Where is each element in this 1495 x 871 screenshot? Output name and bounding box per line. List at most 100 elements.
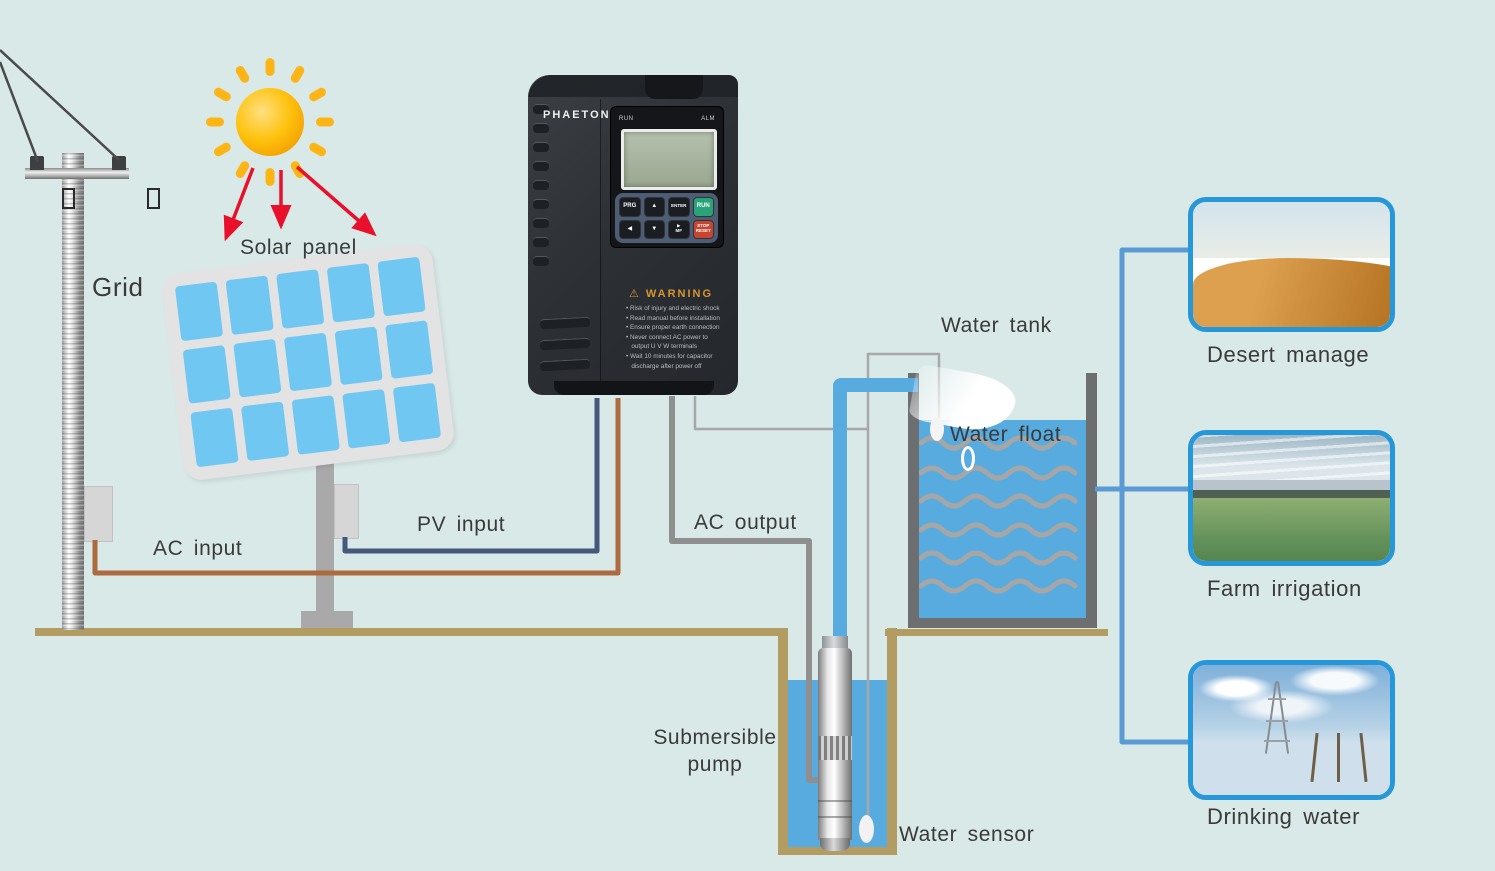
- pole-crossarm: [25, 168, 129, 179]
- glyph-box-left: [62, 188, 75, 209]
- tank-waves: [918, 435, 1078, 594]
- warning-line: discharge after power off: [626, 362, 702, 370]
- drinking-ground: [1193, 795, 1390, 800]
- water-float-label: Water float: [950, 423, 1062, 446]
- key-down: ▼: [643, 219, 665, 239]
- vent-slat: [533, 180, 549, 190]
- inverter-top-cap: [528, 75, 738, 97]
- inverter-mount-notch: [645, 75, 703, 99]
- glyph-box-right: [147, 188, 160, 209]
- ac-output-label: AC output: [694, 511, 797, 534]
- alm-led-label: ALM: [701, 116, 715, 122]
- key-left: ◀: [619, 219, 641, 239]
- vent-slat-wide: [539, 358, 591, 372]
- submersible-pump-label-line2: pump: [687, 753, 743, 776]
- key-stop-reset: STOP RESET: [692, 219, 714, 239]
- water-tank-label: Water tank: [941, 314, 1052, 337]
- warning-icon: ⚠: [628, 288, 641, 300]
- pump-seam-1: [818, 800, 852, 802]
- tower-rung: [1263, 740, 1290, 743]
- photo-desert-art: [1193, 202, 1390, 327]
- power-line-2: [0, 49, 120, 161]
- farm-hills: [1193, 480, 1390, 491]
- tank-leg: [1336, 732, 1340, 782]
- pump-seam-2: [818, 816, 852, 818]
- warning-line: • Wait 10 minutes for capacitor: [626, 352, 713, 360]
- power-pole: [62, 153, 84, 630]
- vent-slat: [533, 142, 549, 152]
- pump-pipe-vertical: [833, 384, 847, 650]
- application-connector: [1119, 247, 1188, 745]
- sun-rays: [206, 58, 334, 186]
- inverter: PHAETON RUN ALM PRG ▲ ENTER RUN ◀ ▼ ▶ MF…: [528, 75, 738, 395]
- water-float: [930, 417, 944, 441]
- tank-pedestal: [885, 629, 1108, 636]
- photo-desert-manage: [1188, 197, 1395, 332]
- pole-insulator-left: [30, 156, 44, 170]
- key-up: ▲: [643, 197, 665, 217]
- tank-wall-left: [908, 373, 919, 628]
- photo-farm-irrigation: [1188, 430, 1395, 566]
- key-enter: ENTER: [668, 197, 690, 217]
- ac-input-wire: [92, 398, 621, 576]
- panel-stand-base: [301, 611, 353, 628]
- key-prg: PRG: [619, 197, 641, 217]
- key-mf: ▶ MF: [668, 219, 690, 239]
- photo-drinking-art: [1193, 665, 1390, 795]
- photo-drinking-water: [1188, 660, 1395, 800]
- ac-input-label: AC input: [153, 537, 243, 560]
- desert-sky: [1193, 202, 1390, 259]
- vent-slat-wide: [539, 337, 591, 351]
- warning-line: output U V W terminals: [626, 343, 698, 351]
- ground-line: [35, 628, 778, 636]
- tank-water: [918, 420, 1086, 618]
- farm-treeline: [1193, 490, 1390, 498]
- solar-panel-label: Solar panel: [240, 236, 357, 259]
- vent-slat: [533, 199, 549, 209]
- tank-wall-bottom: [908, 618, 1097, 628]
- inverter-terminal-cover: [554, 381, 714, 395]
- pv-input-label: PV input: [417, 513, 506, 536]
- warning-line: • Risk of injury and electric shock: [626, 305, 720, 312]
- ac-output-wire: [669, 396, 821, 783]
- farm-field: [1193, 497, 1390, 561]
- photo-farm-art: [1193, 435, 1390, 561]
- photo-label-farm: Farm irrigation: [1207, 576, 1362, 601]
- vent-slat: [533, 218, 549, 228]
- inverter-control-panel: RUN ALM PRG ▲ ENTER RUN ◀ ▼ ▶ MF STOP RE…: [610, 106, 724, 248]
- pv-input-wire: [342, 398, 600, 554]
- submersible-pump-label-line1: Submersible: [653, 726, 777, 749]
- vent-slat: [533, 104, 549, 114]
- inverter-brand: PHAETON: [543, 109, 611, 121]
- water-sensor-label: Water sensor: [899, 823, 1035, 846]
- power-line-1: [0, 61, 40, 163]
- desert-dune: [1193, 258, 1390, 327]
- inverter-seam: [600, 99, 601, 389]
- grid-label: Grid: [92, 272, 144, 302]
- warning-line: • Ensure proper earth connection: [626, 324, 720, 332]
- key-run: RUN: [692, 197, 714, 217]
- photo-label-desert: Desert manage: [1207, 342, 1370, 367]
- submersible-pump-label: Submersible pump: [640, 724, 790, 778]
- warning-title-text: WARNING: [645, 288, 714, 300]
- pump-head: [822, 636, 848, 650]
- sunlight-arrows: [223, 165, 377, 242]
- vent-slat: [533, 256, 549, 266]
- tower-rung: [1267, 697, 1286, 700]
- sun-body: [236, 88, 304, 156]
- pump-bottom-cap: [820, 838, 850, 851]
- lcd-display: [621, 129, 717, 190]
- warning-line: • Never connect AC power to: [626, 333, 708, 341]
- run-led-label: RUN: [619, 116, 634, 122]
- drinking-sky: [1193, 665, 1390, 795]
- water-float-ring: [961, 446, 975, 471]
- sun-icon: [206, 58, 377, 242]
- panel-stand-pole: [316, 452, 334, 618]
- tower-rung: [1265, 719, 1288, 722]
- warning-label: ⚠ WARNING • Risk of injury and electric …: [612, 287, 730, 371]
- water-sensor-probe: [859, 815, 874, 843]
- vent-slat: [533, 123, 549, 133]
- farm-sky: [1193, 435, 1390, 481]
- photo-label-drinking: Drinking water: [1207, 804, 1361, 829]
